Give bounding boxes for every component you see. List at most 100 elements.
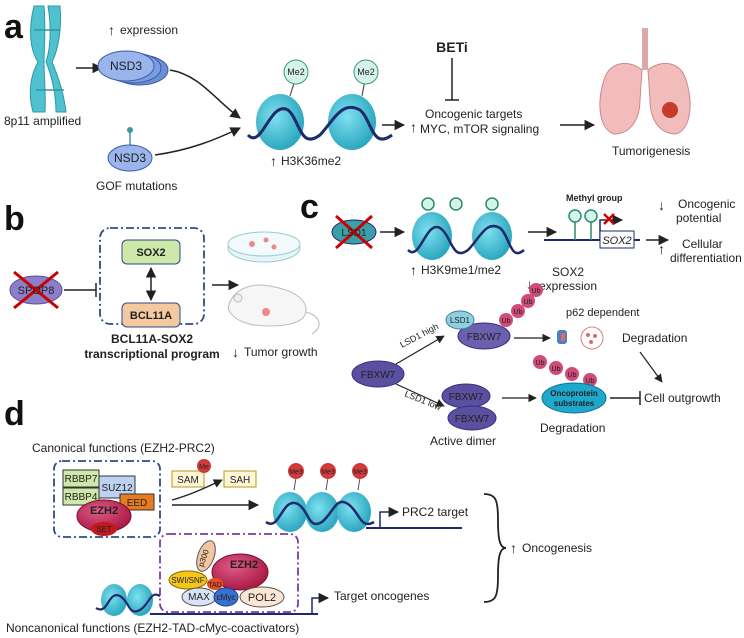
ub-label: Ub — [502, 318, 511, 325]
sam-label: SAM — [177, 475, 199, 486]
me-label: Me — [199, 464, 209, 471]
lungs-icon — [599, 28, 691, 135]
up-arrow-icon: ↑ — [410, 262, 417, 278]
panel-b-label: b — [4, 200, 25, 238]
arrow — [395, 383, 445, 407]
autophagosome-icon — [557, 326, 604, 350]
nsd3-mutant-icon — [107, 144, 153, 172]
oncogenesis-label: Oncogenesis — [522, 541, 592, 555]
set-label: SET — [96, 525, 112, 534]
ub-label: Ub — [568, 372, 577, 379]
up-arrow-icon: ↑ — [510, 540, 517, 556]
nucleosome-icon — [407, 197, 525, 260]
promoter-icon — [544, 209, 640, 249]
mouse-icon — [227, 284, 320, 335]
oncogenic-line2: potential — [676, 211, 721, 225]
ezh2-label: EZH2 — [90, 505, 118, 517]
nsd3-mutant-label: NSD3 — [114, 151, 146, 165]
sox2-gene-label: SOX2 — [602, 235, 631, 247]
ubiquitin-chain-icon — [533, 355, 597, 387]
brace — [483, 493, 507, 603]
up-arrow-icon: ↑ — [410, 119, 417, 135]
me3-label: Me3 — [353, 469, 367, 476]
arrow — [639, 351, 663, 383]
bcl11a-box — [121, 302, 181, 328]
lsd1-high-label: LSD1 high — [398, 321, 440, 350]
sam-box — [171, 470, 205, 488]
lsd1-crossed-icon — [331, 214, 377, 250]
me3-label: Me3 — [289, 469, 303, 476]
fbxw7-label: FBXW7 — [361, 370, 396, 381]
ub-label: Ub — [532, 288, 541, 295]
chromosome-icon — [29, 5, 67, 113]
prc2-box — [53, 460, 161, 538]
fbxw7-icon — [447, 405, 497, 431]
set-icon — [91, 522, 117, 536]
up-arrow-icon: ↑ — [108, 22, 115, 38]
me3-label: Me3 — [321, 469, 335, 476]
beti-label: BETi — [436, 39, 468, 55]
me2-label: Me2 — [357, 67, 375, 77]
target-oncogenes-label: Target oncogenes — [334, 589, 429, 603]
nucleosome-icon — [95, 584, 161, 616]
sah-label: SAH — [230, 475, 251, 486]
tad-icon — [207, 578, 223, 590]
program-title-line2: transcriptional program — [84, 347, 219, 361]
arrow — [154, 127, 241, 156]
panel-d-label: d — [4, 395, 25, 433]
ezh2-icon — [211, 553, 269, 591]
oncogenic-line1: Oncogenic — [678, 197, 735, 211]
ub-label: Ub — [586, 378, 595, 385]
sah-box — [223, 470, 257, 488]
fbxw7-label: FBXW7 — [455, 414, 490, 425]
methyl-group-label: Methyl group — [566, 193, 623, 203]
coactivator-box — [159, 533, 299, 613]
rbbp7-label: RBBP7 — [65, 474, 98, 485]
h3k36-label: H3K36me2 — [281, 154, 341, 168]
swisnf-label: SWI/SNF — [171, 576, 204, 585]
rbbp4-label: RBBP4 — [65, 492, 98, 503]
cmyc-icon — [213, 587, 239, 607]
pol2-icon — [239, 586, 285, 608]
degradation-label: Degradation — [622, 331, 687, 345]
nsd3-label: NSD3 — [110, 59, 142, 73]
petri-dish-icon — [227, 231, 301, 263]
eed-box — [119, 493, 155, 511]
expression-label: expression — [120, 23, 178, 37]
ub-label: Ub — [536, 360, 545, 367]
oncoprotein-line2: substrates — [554, 399, 595, 408]
ub-label: Ub — [514, 309, 523, 316]
noncanonical-label: Noncanonical functions (EZH2-TAD-cMyc-co… — [6, 621, 299, 635]
cellular-line1: Cellular — [682, 237, 723, 251]
cellular-line2: differentiation — [670, 251, 742, 265]
eed-label: EED — [127, 498, 148, 509]
bcl11a-label: BCL11A — [130, 310, 172, 322]
spop-crossed-icon — [9, 270, 63, 310]
cmyc-label: cMyc — [217, 593, 236, 602]
arrow — [395, 335, 445, 365]
oncoprotein-icon — [541, 382, 607, 414]
panel-c-label: c — [300, 188, 319, 226]
ezh2-label: EZH2 — [230, 559, 258, 571]
h3k9-label: H3K9me1/me2 — [421, 263, 501, 277]
oncogenic-targets-label: Oncogenic targets — [425, 107, 522, 121]
tad-label: TAD — [208, 582, 221, 589]
lsd1-label: LSD1 — [341, 228, 366, 239]
ub-label: Ub — [524, 299, 533, 306]
down-arrow-icon: ↓ — [658, 197, 665, 213]
max-label: MAX — [188, 592, 210, 603]
me-icon — [197, 459, 211, 473]
panel-a-label: a — [4, 8, 24, 46]
me2-label: Me2 — [287, 67, 305, 77]
p300-icon — [196, 540, 216, 572]
arrow — [169, 69, 241, 119]
fbxw7-label: FBXW7 — [467, 332, 502, 343]
up-arrow-icon: ↑ — [270, 153, 277, 169]
suz12-label: SUZ12 — [101, 483, 133, 494]
ub-label: Ub — [552, 366, 561, 373]
oncoprotein-line1: Oncoprotein — [550, 389, 598, 398]
swisnf-icon — [168, 570, 208, 590]
tss-arrow — [379, 506, 400, 528]
lsd1-bound-label: LSD1 — [450, 316, 471, 325]
